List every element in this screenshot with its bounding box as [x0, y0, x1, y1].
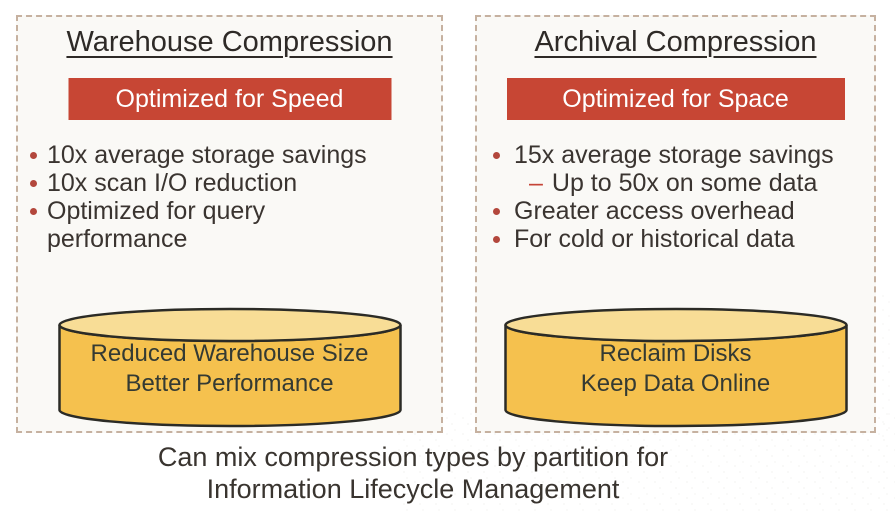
panel-warehouse-compression: Warehouse Compression Optimized for Spee…: [16, 15, 443, 433]
footer-caption-line1: Can mix compression types by partition f…: [157, 442, 669, 472]
panel-title-text: Archival Compression: [534, 26, 817, 58]
bullet-dot-icon: [30, 180, 37, 187]
bullet-list: 10x average storage savings 10x scan I/O…: [30, 141, 435, 253]
sub-list-item: – Up to 50x on some data: [529, 169, 868, 197]
optimized-for-space-banner: Optimized for Space: [506, 78, 845, 120]
bullet-text: 10x average storage savings: [47, 141, 367, 169]
bullet-dot-icon: [493, 236, 500, 243]
panel-title: Archival Compression: [477, 23, 874, 61]
cylinder-label-line2: Better Performance: [125, 370, 334, 397]
database-cylinder-icon: [503, 307, 848, 428]
footer-caption: Can mix compression types by partition f…: [0, 441, 826, 505]
panel-archival-compression: Archival Compression Optimized for Space…: [475, 15, 876, 433]
cylinder-label-line2: Keep Data Online: [580, 370, 771, 397]
panel-title: Warehouse Compression: [18, 23, 441, 61]
panel-title-text: Warehouse Compression: [66, 26, 393, 58]
database-cylinder: Reclaim Disks Keep Data Online: [503, 305, 848, 433]
list-item: Optimized for query performance: [30, 197, 435, 253]
list-item: For cold or historical data: [493, 225, 868, 253]
bullet-dot-icon: [30, 208, 37, 215]
bullet-text: 10x scan I/O reduction: [47, 169, 298, 197]
bullet-text: 15x average storage savings: [514, 141, 834, 169]
sub-bullet-text: Up to 50x on some data: [551, 169, 818, 197]
list-item: Greater access overhead: [493, 197, 868, 225]
dash-marker-icon: –: [529, 169, 543, 197]
footer-caption-line2: Information Lifecycle Management: [206, 474, 620, 504]
bullet-list: 15x average storage savings – Up to 50x …: [493, 141, 868, 253]
database-cylinder: Reduced Warehouse Size Better Performanc…: [57, 305, 402, 433]
cylinder-label-line1: Reclaim Disks: [599, 340, 752, 367]
bullet-text: Greater access overhead: [514, 197, 795, 225]
bullet-dot-icon: [30, 152, 37, 159]
cylinder-label-line1: Reduced Warehouse Size: [90, 340, 369, 367]
list-item: 10x average storage savings: [30, 141, 435, 169]
list-item: 10x scan I/O reduction: [30, 169, 435, 197]
background-texture-strip: [879, 290, 895, 440]
cylinder-label: Reclaim Disks Keep Data Online: [503, 339, 848, 399]
bullet-dot-icon: [493, 208, 500, 215]
database-cylinder-icon: [57, 307, 402, 428]
bullet-dot-icon: [493, 152, 500, 159]
bullet-text: Optimized for query performance: [47, 197, 266, 253]
cylinder-label: Reduced Warehouse Size Better Performanc…: [57, 339, 402, 399]
list-item: 15x average storage savings: [493, 141, 868, 169]
optimized-for-speed-banner: Optimized for Speed: [68, 78, 391, 120]
bullet-text: For cold or historical data: [514, 225, 795, 253]
